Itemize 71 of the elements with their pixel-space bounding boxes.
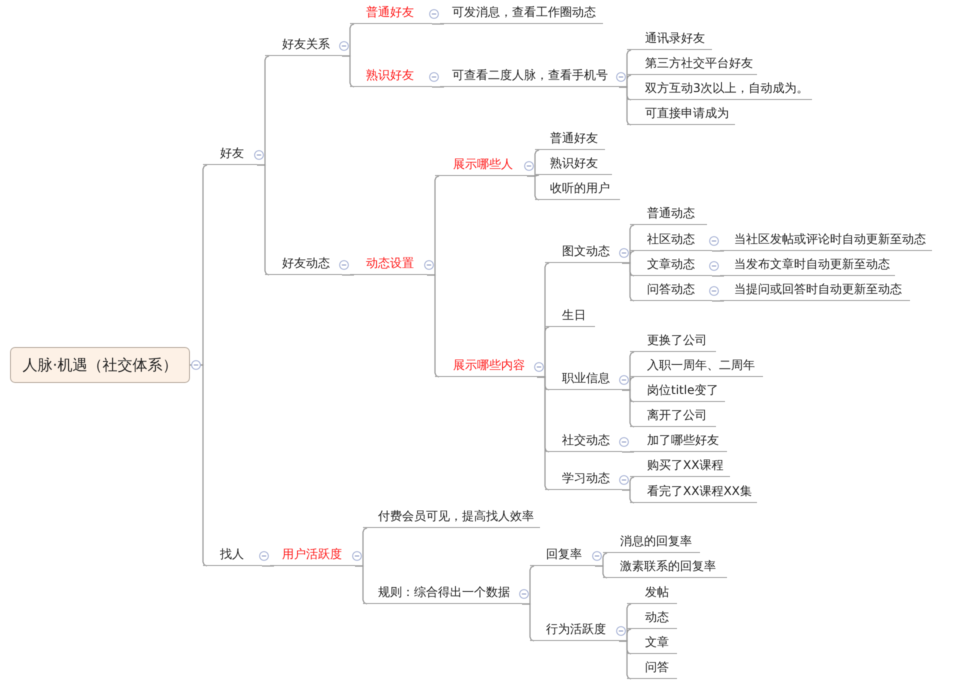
connector-line bbox=[622, 489, 635, 504]
topic-label: 图文动态 bbox=[562, 244, 610, 259]
topic-label: 展示哪些内容 bbox=[453, 358, 525, 373]
topic-label: 双方互动3次以上，自动成为。 bbox=[645, 81, 809, 96]
connector-line bbox=[537, 376, 550, 491]
topic-label: 当社区发帖或评论时自动更新至动态 bbox=[734, 232, 926, 247]
topic-label: 收听的用户 bbox=[550, 181, 610, 196]
topic-label: 普通好友 bbox=[366, 5, 414, 20]
topic-label: 熟识好友 bbox=[366, 68, 414, 83]
connector-line bbox=[262, 565, 274, 567]
connector-line bbox=[522, 603, 535, 642]
topic-label: 岗位title变了 bbox=[647, 383, 718, 398]
topic-label: 通讯录好友 bbox=[645, 31, 705, 46]
topic-label: 付费会员可见，提高找人效率 bbox=[378, 509, 534, 524]
topic-label: 加了哪些好友 bbox=[647, 433, 719, 448]
topic-label: 问答动态 bbox=[647, 282, 695, 297]
topic-label: 第三方社交平台好友 bbox=[645, 56, 753, 71]
topic-label: 文章 bbox=[645, 635, 669, 650]
topic-label: 更换了公司 bbox=[647, 333, 707, 348]
connector-line bbox=[622, 262, 635, 302]
connector-line bbox=[342, 274, 354, 276]
topic-label: 看完了XX课程XX集 bbox=[647, 484, 752, 499]
connector-line bbox=[712, 275, 724, 277]
connector-line bbox=[622, 451, 634, 453]
topic-label: 发帖 bbox=[645, 585, 669, 600]
topic-label: 好友动态 bbox=[282, 256, 330, 271]
topic-label: 入职一周年、二周年 bbox=[647, 358, 755, 373]
topic-label: 职业信息 bbox=[562, 371, 610, 386]
topic-label: 好友关系 bbox=[282, 37, 330, 52]
topic-label: 社区动态 bbox=[647, 232, 695, 247]
topic-label: 学习动态 bbox=[562, 471, 610, 486]
topic-label: 动态设置 bbox=[366, 256, 414, 271]
topic-label: 展示哪些人 bbox=[453, 157, 513, 172]
topic-label: 购买了XX课程 bbox=[647, 458, 724, 473]
topic-label: 激素联系的回复率 bbox=[620, 559, 716, 574]
connector-line bbox=[342, 55, 355, 88]
topic-label: 好友 bbox=[220, 146, 244, 161]
topic-label: 社交动态 bbox=[562, 433, 610, 448]
connector-line bbox=[595, 565, 608, 579]
topic-label: 动态 bbox=[645, 610, 669, 625]
root-topic-box bbox=[10, 347, 190, 383]
connector-line bbox=[432, 86, 444, 88]
connector-line bbox=[527, 175, 540, 201]
topic-label: 人脉·机遇（社交体系） bbox=[22, 356, 178, 374]
connector-line bbox=[257, 164, 270, 276]
topic-label: 可查看二度人脉，查看手机号 bbox=[452, 68, 608, 83]
topic-label: 问答 bbox=[645, 660, 669, 675]
topic-label: 当发布文章时自动更新至动态 bbox=[734, 257, 890, 272]
connector-line bbox=[355, 565, 368, 605]
topic-label: 用户活跃度 bbox=[282, 547, 342, 562]
connector-line bbox=[427, 274, 440, 378]
topic-label: 可发消息，查看工作圈动态 bbox=[452, 5, 596, 20]
topic-label: 普通好友 bbox=[550, 131, 598, 146]
connector-line bbox=[432, 23, 444, 25]
topic-label: 当提问或回答时自动更新至动态 bbox=[734, 282, 902, 297]
connector-line bbox=[619, 640, 632, 680]
connector-line bbox=[712, 300, 724, 302]
connector-line bbox=[622, 389, 635, 428]
connector-line bbox=[619, 86, 632, 126]
topic-label: 普通动态 bbox=[647, 206, 695, 221]
topic-label: 行为活跃度 bbox=[546, 622, 606, 637]
topic-label: 消息的回复率 bbox=[620, 534, 692, 549]
topic-label: 找人 bbox=[220, 547, 244, 562]
topic-label: 熟识好友 bbox=[550, 156, 598, 171]
topic-label: 生日 bbox=[562, 308, 586, 323]
topic-label: 可直接申请成为 bbox=[645, 106, 729, 121]
topic-label: 规则：综合得出一个数据 bbox=[378, 585, 510, 600]
topic-label: 文章动态 bbox=[647, 257, 695, 272]
connector-line bbox=[712, 250, 724, 252]
topic-label: 离开了公司 bbox=[647, 408, 707, 423]
topic-label: 回复率 bbox=[546, 547, 582, 562]
